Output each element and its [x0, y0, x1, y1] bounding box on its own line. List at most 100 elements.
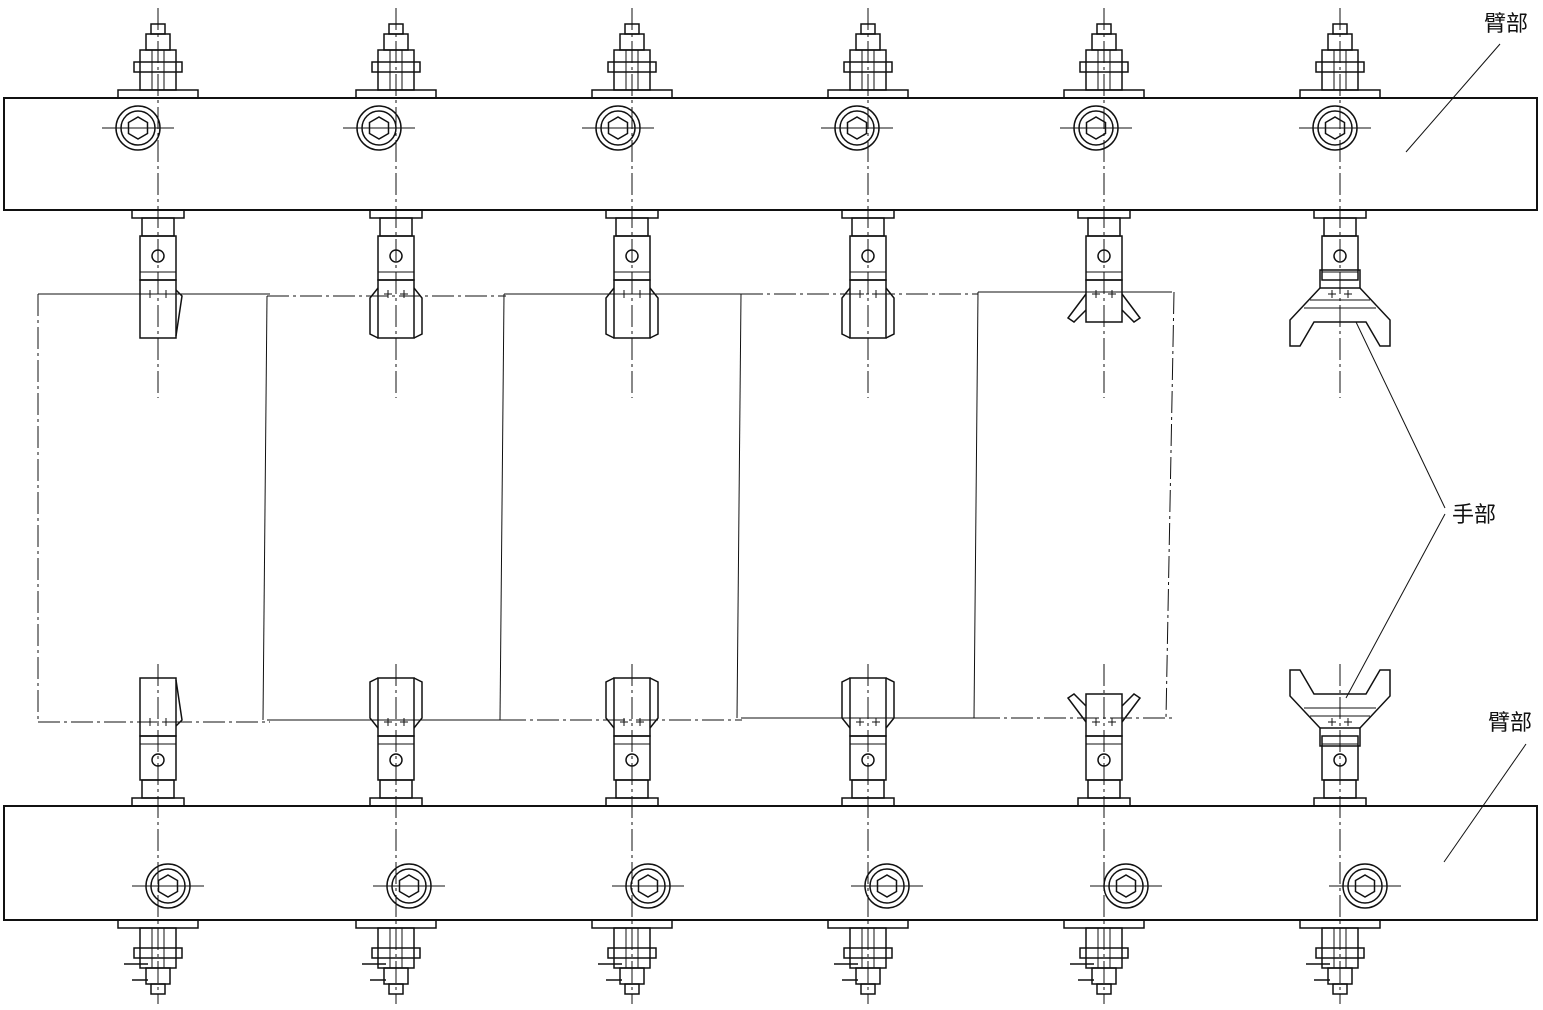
upper-gripper-6: [1289, 8, 1391, 398]
screw-head: [1096, 983, 1112, 995]
finger-jaw: [139, 677, 177, 737]
finger-upper-block: [1321, 735, 1359, 781]
jaw-flare-left: [369, 287, 379, 339]
finger-pivot-pin: [151, 753, 165, 767]
clamp-flange: [371, 61, 421, 73]
jaw-wing-right: [1121, 693, 1142, 723]
finger-pivot-pin: [1097, 249, 1111, 263]
bolt-hex: [1354, 874, 1376, 898]
bolt-hex: [876, 874, 898, 898]
finger-jaw: [613, 279, 651, 339]
clamp-flange: [1315, 61, 1365, 73]
jaw-lip: [175, 289, 183, 337]
finger-upper-block: [1321, 235, 1359, 281]
jaw-flare-left: [369, 677, 379, 729]
screw-head: [1332, 23, 1348, 35]
bolt-hex: [157, 874, 179, 898]
workpiece-left-edge: [973, 291, 979, 719]
finger-jaw: [139, 279, 177, 339]
arm-beams: [3, 97, 1538, 921]
workpiece-4: [736, 293, 978, 719]
lower-gripper-5: [1063, 664, 1162, 1004]
jaw-wing-left: [1066, 693, 1087, 723]
finger-jaw: [849, 279, 887, 339]
jaw-flare-left: [841, 287, 851, 339]
clamp-flange: [843, 947, 893, 959]
workpiece-right-edge: [1165, 291, 1175, 719]
finger-pivot-pin: [625, 753, 639, 767]
workpiece-3: [499, 293, 742, 721]
workpiece-1: [37, 293, 270, 723]
bolt-hex: [368, 116, 390, 140]
finger-jaw: [377, 677, 415, 737]
hand-label: 手部: [1452, 503, 1497, 528]
leader-hand-top: [1355, 321, 1446, 509]
bolt-hex: [127, 116, 149, 140]
lower-gripper-2: [355, 664, 445, 1004]
screw-head: [388, 983, 404, 995]
clamp-flange: [1079, 61, 1129, 73]
finger-pivot-pin: [1097, 753, 1111, 767]
workpiece-left-edge: [736, 293, 742, 719]
clamp-flange: [1079, 947, 1129, 959]
bolt-hex: [1115, 874, 1137, 898]
jaw-flare-right: [649, 677, 659, 729]
finger-pivot-pin: [625, 249, 639, 263]
jaw-flare-right: [885, 287, 895, 339]
leader-lower-arm: [1443, 743, 1527, 863]
screw-head: [388, 23, 404, 35]
lower-gripper-1: [117, 664, 204, 1004]
finger-pivot-pin: [1333, 753, 1347, 767]
finger-pivot-pin: [389, 249, 403, 263]
finger-pivot-pin: [861, 249, 875, 263]
workpiece-left-edge: [499, 293, 505, 721]
jaw-flare-right: [649, 287, 659, 339]
clamp-flange: [371, 947, 421, 959]
jaw-wing-left: [1066, 293, 1087, 323]
jaw-flare-left: [841, 677, 851, 729]
gripper-assemblies: [102, 8, 1401, 1004]
screw-head: [150, 23, 166, 35]
clamp-flange: [133, 61, 183, 73]
leader-upper-arm: [1405, 43, 1501, 153]
finger-jaw: [377, 279, 415, 339]
clamp-flange: [1315, 947, 1365, 959]
screw-head: [860, 23, 876, 35]
bolt-hex: [1085, 116, 1107, 140]
upper-arm-label: 臂部: [1484, 12, 1529, 37]
upper-arm-beam: [3, 97, 1538, 211]
jaw-flare-left: [605, 287, 615, 339]
bolt-hex: [1324, 116, 1346, 140]
clamp-flange: [607, 61, 657, 73]
jaw-flare-left: [605, 677, 615, 729]
finger-pivot-pin: [151, 249, 165, 263]
jaw-lip: [175, 679, 183, 727]
workpiece-outlines: [37, 291, 1175, 723]
clamp-flange: [607, 947, 657, 959]
finger-jaw: [1085, 279, 1123, 323]
fork-body: [1289, 669, 1391, 729]
jaw-wing-right: [1121, 293, 1142, 323]
bolt-hex: [607, 116, 629, 140]
jaw-flare-right: [885, 677, 895, 729]
lower-gripper-4: [827, 664, 923, 1004]
bolt-hex: [846, 116, 868, 140]
finger-pivot-pin: [389, 753, 403, 767]
fork-neck: [1319, 727, 1361, 747]
leader-hand-bottom: [1345, 513, 1446, 699]
bolt-hex: [637, 874, 659, 898]
leader-lines: [1345, 43, 1527, 863]
finger-jaw: [613, 677, 651, 737]
screw-head: [1096, 23, 1112, 35]
finger-jaw: [1085, 693, 1123, 737]
jaw-flare-right: [413, 287, 423, 339]
bolt-hex: [398, 874, 420, 898]
workpiece-5: [973, 291, 1172, 719]
fork-body: [1289, 287, 1391, 347]
upper-gripper-4: [821, 8, 909, 398]
lower-gripper-3: [591, 664, 684, 1004]
screw-head: [624, 983, 640, 995]
clamp-flange: [843, 61, 893, 73]
